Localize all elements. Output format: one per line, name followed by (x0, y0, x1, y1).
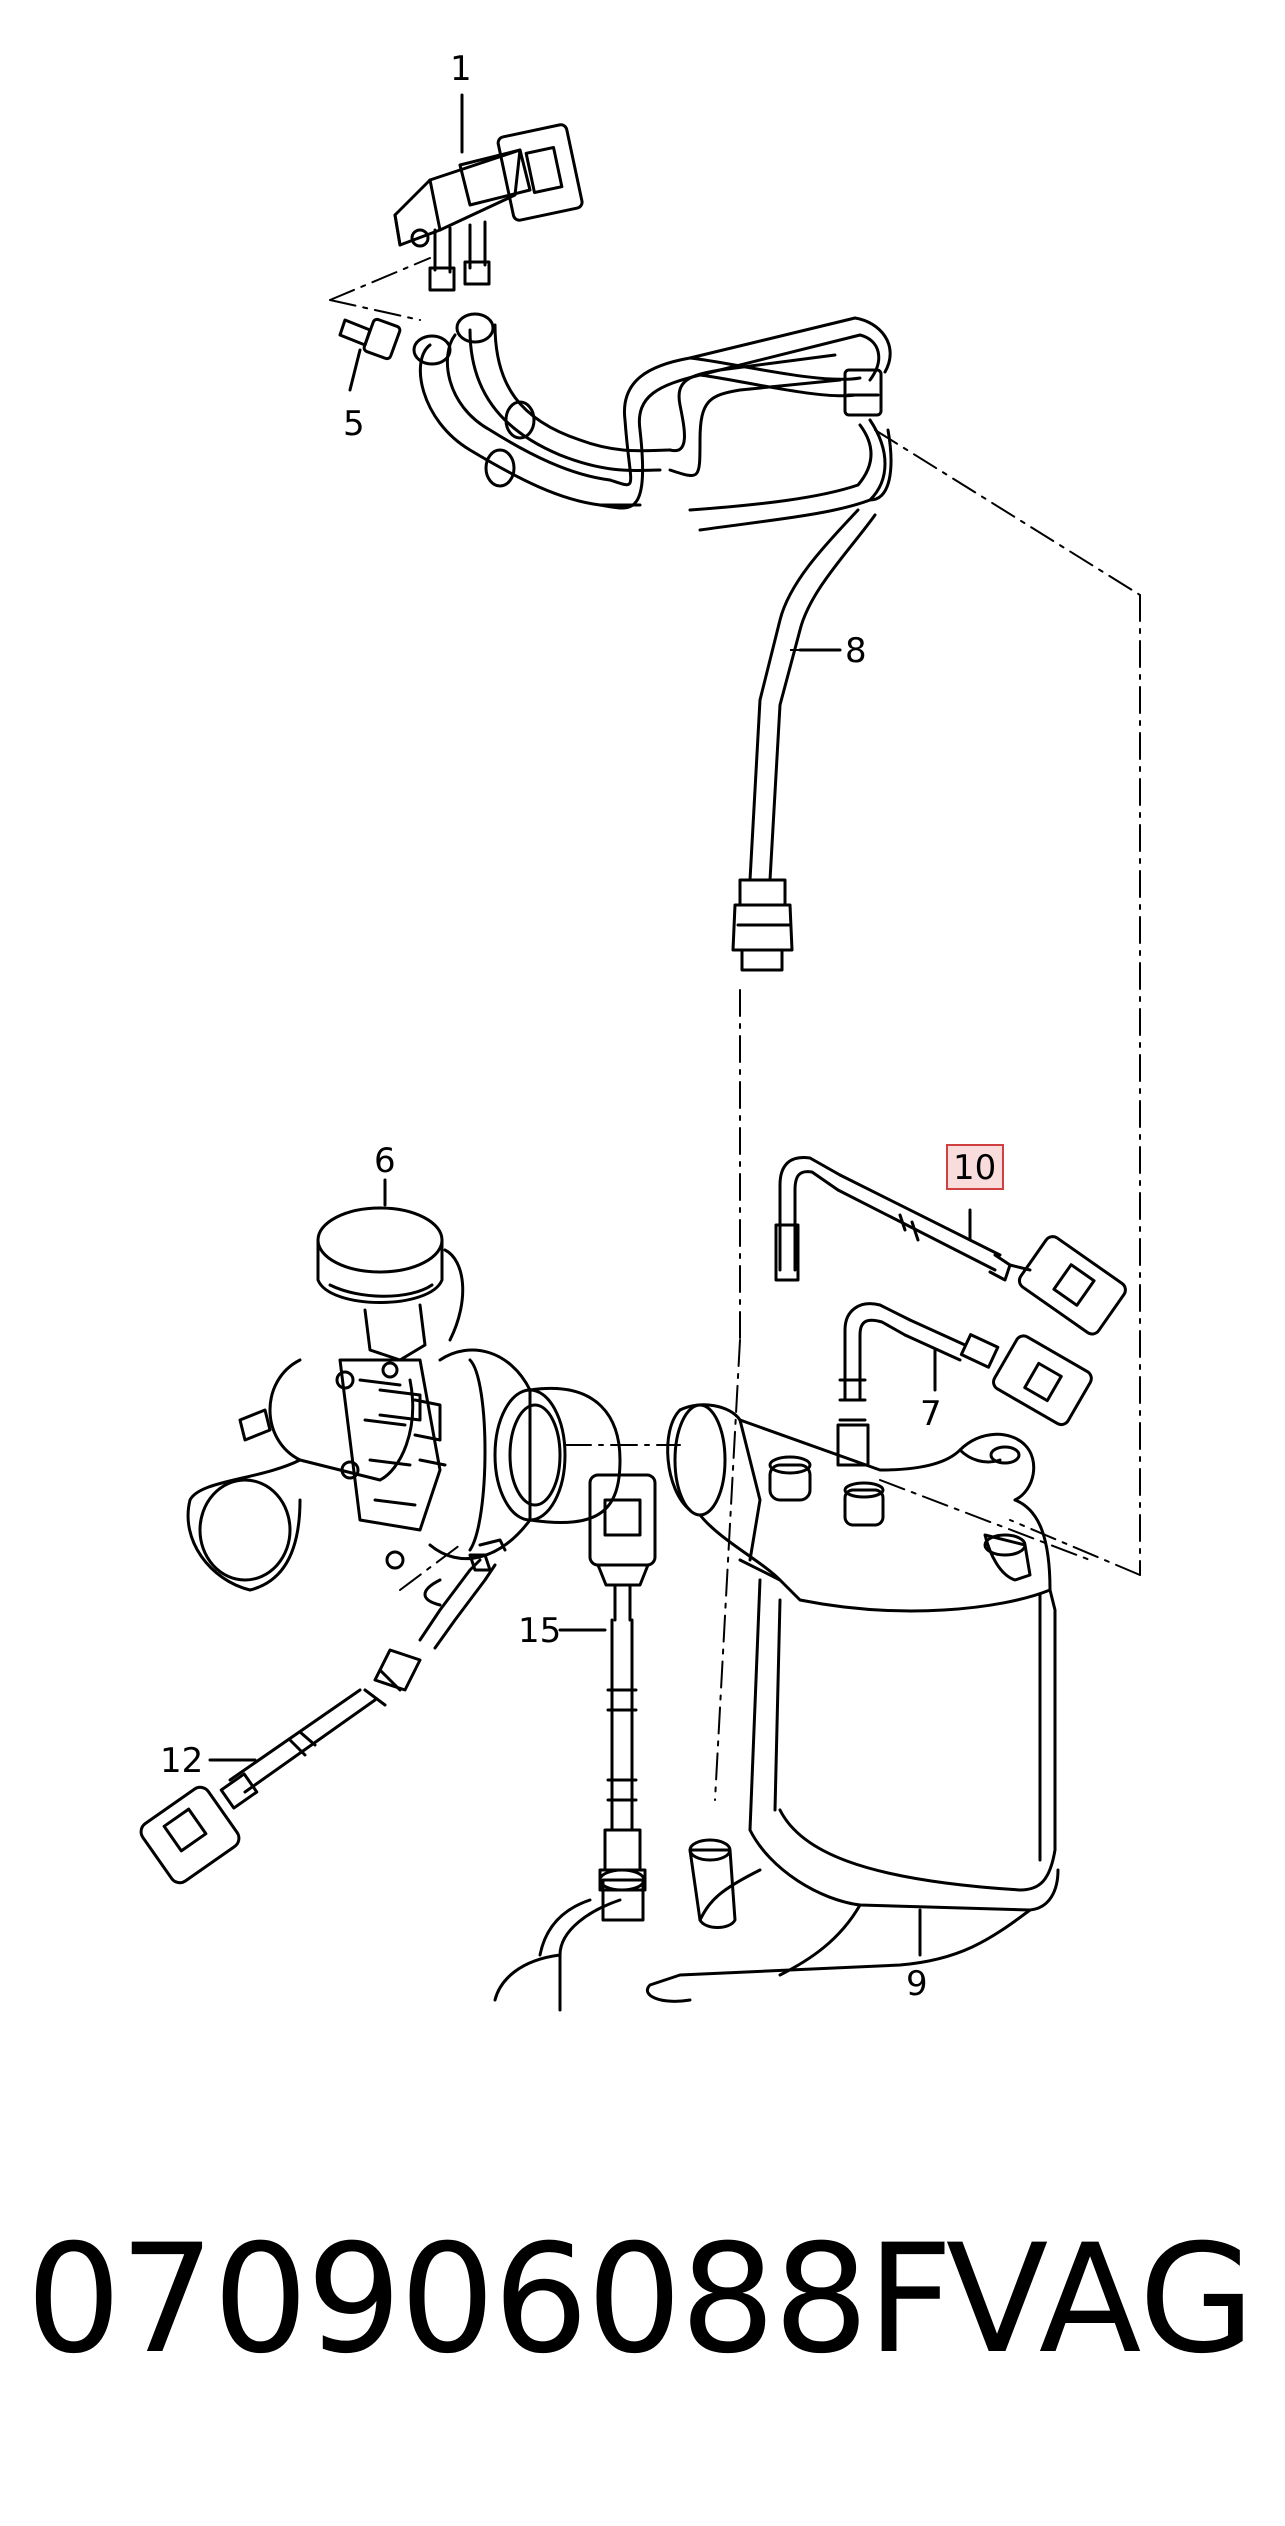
callout-7: 7 (920, 1394, 942, 1434)
part-number: 070906088F (26, 2213, 953, 2387)
part-7-temperature-sensor (836, 1302, 1093, 1467)
part-5-bolt (338, 317, 402, 392)
part-15-sensor (558, 1473, 657, 1922)
part-12-sensor (139, 1558, 497, 1885)
callout-12: 12 (160, 1741, 203, 1781)
callout-1: 1 (450, 49, 472, 89)
callout-labels: 1 5 8 6 10 7 15 12 9 (160, 49, 996, 2004)
part-6-turbocharger (186, 1178, 622, 1607)
part-10-temperature-sensor (774, 1155, 1127, 1336)
dash-dot-reference-lines (329, 257, 1141, 1801)
brand-name: VAG (945, 2213, 1255, 2387)
callout-8: 8 (845, 631, 867, 671)
callout-10-highlight (946, 1144, 1004, 1190)
part-9-particulate-filter (493, 1403, 1060, 2012)
callout-10: 10 (953, 1148, 996, 1188)
part-8-pipe-assembly (412, 312, 893, 972)
callout-5: 5 (343, 404, 365, 444)
callout-9: 9 (906, 1964, 928, 2004)
part-1-pressure-sensor (393, 93, 584, 292)
callout-6: 6 (374, 1141, 396, 1181)
callout-15: 15 (518, 1611, 561, 1651)
